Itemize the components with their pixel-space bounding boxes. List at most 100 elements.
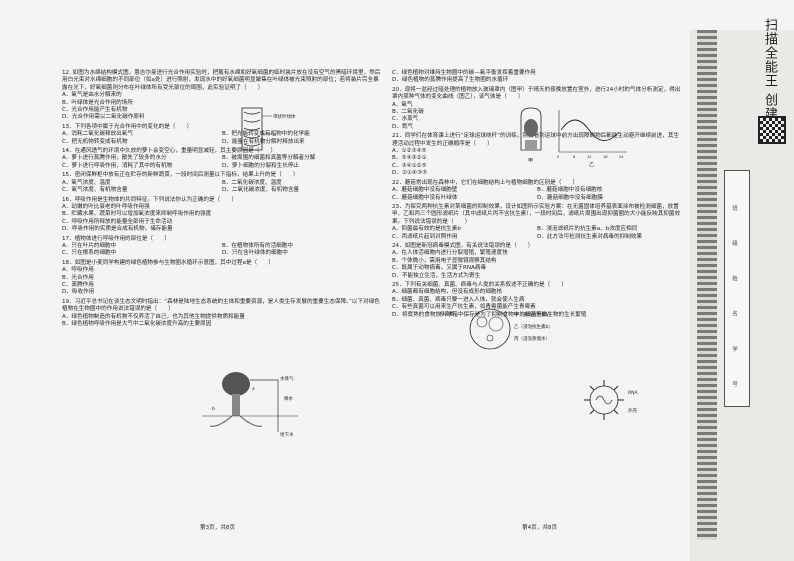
answer-option: D．②①④③⑤	[392, 170, 427, 177]
answer-option: C．有些真菌可以用来生产抗生素，如青霉菌能产生青霉素	[392, 304, 536, 311]
fig24-label: RNA	[628, 390, 638, 396]
question-stem: 22．蘑菇常出现在森林中，它们在细胞结构上与植物细胞的区别是（ ）	[392, 179, 579, 186]
question-stem: 25．下列有关细菌、真菌、病毒与人类的关系叙述不正确的是（ ）	[392, 281, 567, 288]
answer-option: D．吸收作用	[62, 289, 95, 296]
answer-option: B．被周围的细菌和真菌等分解者分解	[222, 155, 316, 162]
answer-option: C．绿色植物对维持生物圈中的碳—氧平衡发挥着重要作用	[392, 70, 536, 76]
page-footer-right: 第4页，共8页	[522, 525, 558, 531]
answer-option: B．二氧化碳	[392, 109, 424, 116]
answer-option: A．蘑菇细胞中没有细胞壁	[392, 187, 458, 194]
cycle-arrow	[250, 379, 279, 432]
question-stem: 17．植物体进行呼吸作用的部位是（ ）	[62, 235, 170, 242]
question-stem: 21．同学们在体育课上进行“足球运球绕杆”的训练，队员看到运球中前方出现障碍物后…	[392, 133, 680, 147]
plant-leaves	[524, 119, 538, 137]
tree-roots	[209, 415, 263, 427]
question-stem: 18．如图是小麦同学构建的绿色植物参与生物圈水循环示意图，其中过程a是（ ）	[62, 259, 274, 266]
answer-option: C．把无机物转变成有机物	[62, 138, 128, 145]
tree-trunk	[232, 394, 240, 416]
answer-option: D．萝卜细胞的分裂和生长停止	[222, 162, 300, 169]
answer-option: B．浸泡滤纸片的抗生素a、b浓度应相同	[537, 226, 638, 233]
answer-option: D．光合作用需以二氧化碳作原料	[62, 114, 145, 121]
answer-option: C．萝卜进行呼吸作用，消耗了其中的有机物	[62, 162, 173, 169]
answer-option: D．将煮熟的食物放入冰箱中保存是为了抑制食物中的细菌等微生物的生长繁殖	[392, 311, 587, 318]
fig20-tick: 18	[603, 155, 608, 159]
qr-code-icon	[758, 116, 786, 144]
figure-virus: RNA 外壳	[584, 380, 638, 420]
disc-bing	[486, 334, 494, 342]
scanner-watermark: 扫描全能王 创建	[762, 18, 777, 122]
answer-option: D．能量在有机物分解时释放出来	[222, 138, 305, 145]
question: 22．蘑菇常出现在森林中，它们在细胞结构上与植物细胞的区别是（ ）A．蘑菇细胞中…	[392, 180, 682, 202]
disc-yi	[488, 316, 504, 332]
answer-option: D．只在含叶绿体的细胞中	[222, 250, 288, 257]
answer-option: A．①②③④⑤	[392, 148, 427, 155]
virus-rna	[595, 395, 613, 405]
answer-option: C．既属于动物病毒，又属于RNA病毒	[392, 265, 487, 272]
fig18-label: a	[252, 387, 255, 392]
answer-option: B．蘑菇细胞中没有细胞核	[537, 187, 603, 194]
flower-pot	[525, 140, 537, 150]
answer-option: B．叶绿体是光合作用的场所	[62, 99, 133, 106]
spirogyra-cell	[241, 107, 263, 151]
answer-option: A．绿色植物制造的有机物不仅养活了自己，也为其他生物提供物质和能量	[62, 313, 245, 320]
question-stem: 14．在通风透气的环境中久放的萝卜会变空心，重量明显减轻，其主要原因是（ ）	[62, 148, 277, 155]
answer-option: D．绿色植物的蒸腾作用提高了生物圈的水循环	[392, 77, 509, 84]
answer-option: C．光合作用能产生有机物	[62, 107, 128, 114]
question-stem: 24．如图是新冠病毒模式图，有关说法错误的是（ ）	[392, 242, 534, 249]
fig24-label: 外壳	[628, 407, 637, 414]
fig18-label: 水蒸气	[280, 375, 294, 382]
fig23-label: 乙（浸泡抗生素b）	[514, 323, 553, 330]
answer-option: A．氧气是由水分解来的	[62, 92, 122, 99]
answer-option: B．贮藏水果、蔬菜时可以增加氧浓度来抑制呼吸作用的强度	[62, 211, 212, 218]
question: 12. 如图为水绵结构模式图，恩吉尔曼进行光合作用实验时，把载有水绵和好氧细菌的…	[62, 70, 382, 122]
fig12-label: 带状叶绿体	[273, 113, 296, 120]
answer-option: A．幼嫩的叶比衰老的叶呼吸作用强	[62, 203, 150, 210]
virus-spikes	[584, 380, 624, 420]
answer-option: B．二氧化碳浓度、温度	[222, 179, 282, 186]
left-column: 12. 如图为水绵结构模式图，恩吉尔曼进行光合作用实验时，把载有水绵和好氧细菌的…	[62, 70, 382, 330]
question: 25．下列有关细菌、真菌、病毒与人类的关系叙述不正确的是（ ）A．细菌都有细胞结…	[392, 282, 682, 319]
answer-option: C．水蒸气	[392, 116, 419, 123]
fig20-label: 乙	[589, 161, 594, 168]
page-footer-left: 第3页，共8页	[200, 525, 236, 531]
gas-curve	[560, 119, 620, 141]
figure-water-cycle: 水蒸气 a 降水 地下水 b	[202, 372, 298, 438]
answer-option: B．光合作用	[62, 274, 94, 281]
student-info-label: 班 级 姓 名 学 号	[731, 205, 737, 401]
question: 24．如图是新冠病毒模式图，有关说法错误的是（ ）A．在人体活细胞内进行分裂增殖…	[392, 243, 682, 280]
answer-option: C．蒸腾作用	[62, 281, 94, 288]
fig20-tick: 24	[619, 155, 624, 159]
answer-option: A．消耗二氧化碳释放出氧气	[62, 131, 133, 138]
fig23-label: 甲（浸泡抗生素a）	[514, 311, 553, 318]
question: 16．呼吸作用是生物体的共同特征。下列说法你认为正确的是（ ）A．幼嫩的叶比衰老…	[62, 197, 382, 234]
fig20-tick: 0	[557, 155, 560, 159]
answer-option: B．⑤④③②①	[392, 155, 427, 162]
answer-option: A．在人体活细胞内进行分裂增殖，繁殖速度快	[392, 250, 508, 257]
chloroplast-band	[243, 111, 261, 147]
question: 15．密闭保鲜柜中放有正在贮存的新鲜蔬菜，一段时间后测量以下指标，结果上升的是（…	[62, 172, 382, 194]
question-stem: 15．密闭保鲜柜中放有正在贮存的新鲜蔬菜，一段时间后测量以下指标，结果上升的是（…	[62, 172, 299, 179]
question-stem: 16．呼吸作用是生物体的共同特征。下列说法你认为正确的是（ ）	[62, 196, 237, 203]
answer-option: A．细菌都有细胞结构，但没有成形的细胞核	[392, 289, 503, 296]
answer-option: C．蘑菇细胞中没有叶绿体	[392, 194, 458, 201]
figure-spirogyra: 带状叶绿体 a	[241, 107, 296, 151]
disc-jia	[476, 316, 488, 328]
question: 20．现将一盆经过暗处理的植物放入玻璃罩内（图甲）于晴天的夜晚放置在室外，进行2…	[392, 87, 682, 131]
question: 19．习近平总书记在谈生态文明时指出：“森林是陆地生态系统的主体和重要资源，是人…	[62, 299, 382, 329]
fig12-label: a	[273, 133, 276, 138]
question: 14．在通风透气的环境中久放的萝卜会变空心，重量明显减轻，其主要原因是（ ）A．…	[62, 148, 382, 170]
answer-option: D．呼吸作用的实质是合成有机物，储存能量	[62, 226, 173, 233]
answer-option: B．细菌、真菌、病毒只要一进入人体，就会使人生病	[392, 296, 525, 303]
tree-crown	[222, 372, 250, 396]
answer-option: B．在植物体所有的活细胞中	[222, 242, 293, 249]
question: 23．为探究两种抗生素对某细菌的抑制效果，设计如图所示实验方案：在无菌固体培养基…	[392, 204, 682, 241]
question: 21．同学们在体育课上进行“足球运球绕杆”的训练，队员看到运球中前方出现障碍物后…	[392, 133, 682, 177]
question-stem: 23．为探究两种抗生素对某细菌的抑制效果，设计如图所示实验方案：在无菌固体培养基…	[392, 203, 681, 225]
answer-option: C．③④①②⑤	[392, 162, 427, 169]
answer-option: B．绿色植物呼吸作用是大气中二氧化碳浓度升高的主要原因	[62, 321, 212, 327]
fig23-label: 抑菌圈	[440, 310, 454, 317]
answer-option: D．此方法可检测抗生素对病毒的抑制效果	[537, 233, 642, 240]
answer-option: A．氧气浓度、温度	[62, 179, 111, 186]
